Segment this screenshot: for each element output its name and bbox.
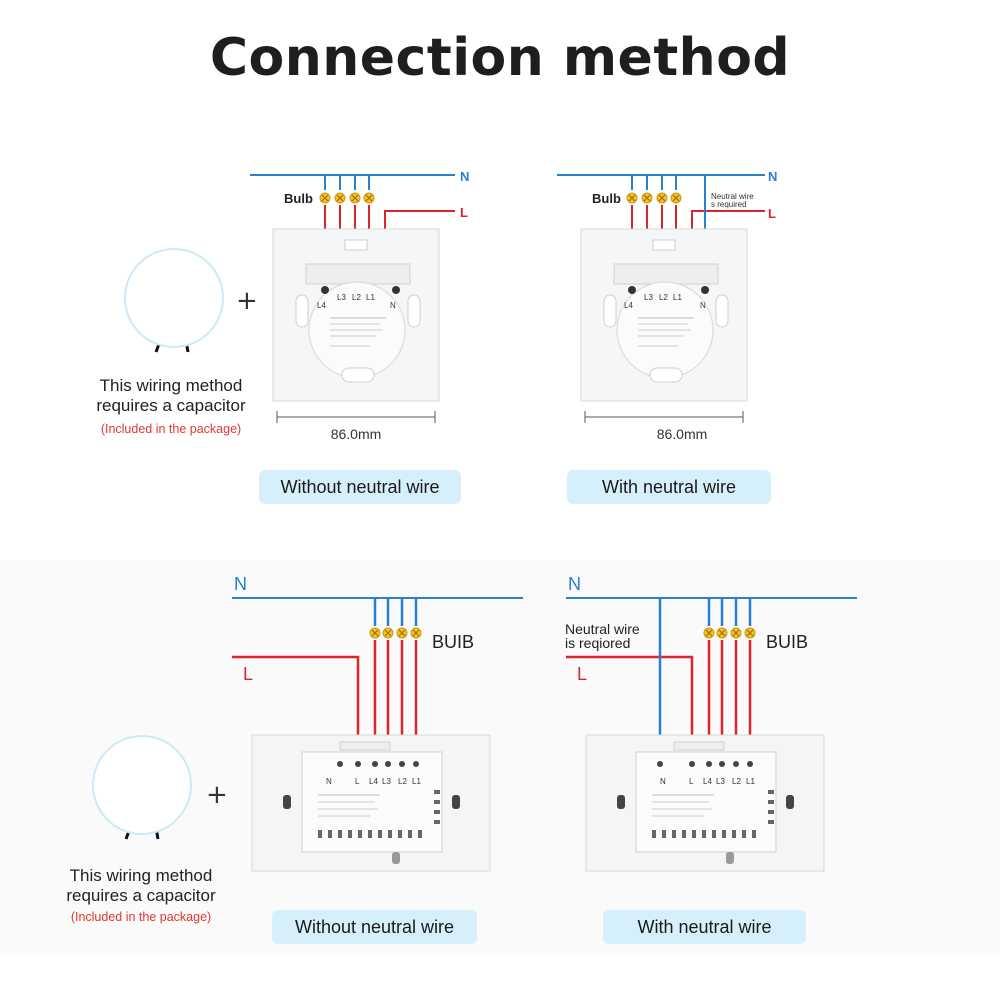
- diagram-bottom-left: N L BUIB: [232, 574, 523, 872]
- capacitor-bottom-note-line2: requires a capacitor: [66, 886, 216, 905]
- live-label: L: [460, 205, 468, 220]
- neutral-note-line2: s required: [711, 200, 747, 209]
- neutral-note: Neutral wire: [711, 192, 754, 201]
- live-label: L: [243, 664, 253, 684]
- terminal-label-l1: L1: [673, 293, 682, 302]
- page-title: Connection method: [209, 28, 791, 88]
- neutral-label: N: [568, 574, 581, 594]
- capacitor-top-note-line1: This wiring method: [99, 376, 243, 395]
- terminal-label-l: L: [355, 777, 360, 786]
- capacitor-bottom-note: This wiring method requires a capacitor: [36, 866, 246, 906]
- capacitor-bottom-note-line1: This wiring method: [69, 866, 213, 885]
- terminal-label-n: N: [660, 777, 666, 786]
- capacitor-top-plus: +: [236, 286, 258, 316]
- neutral-note: Neutral wire: [565, 621, 640, 637]
- terminal-label-l2: L2: [732, 777, 741, 786]
- terminal-label-l2: L2: [398, 777, 407, 786]
- diagram-top-right: N L Bulb Neutral wire s required: [557, 169, 777, 442]
- terminal-label-n: N: [700, 301, 706, 310]
- terminal-label-n: N: [326, 777, 332, 786]
- capacitor-top-note-line2: requires a capacitor: [96, 396, 246, 415]
- terminal-label-l: L: [689, 777, 694, 786]
- switch-back-panel: [585, 734, 825, 872]
- terminal-label-l4: L4: [317, 301, 326, 310]
- terminal-label-l2: L2: [352, 293, 361, 302]
- terminal-label-l3: L3: [382, 777, 391, 786]
- neutral-label: N: [234, 574, 247, 594]
- diagram-bottom-right: N L BUIB Neutral wire is reqiored: [565, 574, 857, 872]
- capacitor-bottom-plus: +: [206, 780, 228, 810]
- neutral-label: N: [460, 169, 469, 184]
- bulb-label: BUIB: [766, 632, 808, 652]
- capacitor-top-frame: [124, 248, 224, 348]
- live-label: L: [768, 206, 776, 221]
- capacitor-top-note: This wiring method requires a capacitor: [66, 376, 276, 416]
- live-label: L: [577, 664, 587, 684]
- capacitor-top-package-note: (Included in the package): [100, 422, 242, 436]
- bulb-label: Bulb: [284, 191, 313, 206]
- terminal-label-l2: L2: [659, 293, 668, 302]
- terminal-label-l1: L1: [412, 777, 421, 786]
- terminal-label-l3: L3: [644, 293, 653, 302]
- terminal-label-n: N: [390, 301, 396, 310]
- badge-top-right: With neutral wire: [567, 470, 771, 504]
- bulb-label: Bulb: [592, 191, 621, 206]
- terminal-label-l1: L1: [746, 777, 755, 786]
- terminal-label-l3: L3: [716, 777, 725, 786]
- dimension-line: [584, 411, 744, 423]
- terminal-label-l1: L1: [366, 293, 375, 302]
- switch-back-panel: [251, 734, 491, 872]
- terminal-label-l4: L4: [624, 301, 633, 310]
- badge-bottom-right: With neutral wire: [603, 910, 806, 944]
- neutral-label: N: [768, 169, 777, 184]
- dimension-line: [276, 411, 436, 423]
- capacitor-bottom-package-note: (Included in the package): [70, 910, 212, 924]
- badge-top-left: Without neutral wire: [259, 470, 461, 504]
- terminal-label-l4: L4: [703, 777, 712, 786]
- switch-back-panel: [580, 228, 748, 402]
- dimension-label: 86.0mm: [657, 426, 708, 442]
- terminal-label-l4: L4: [369, 777, 378, 786]
- capacitor-bottom-frame: [92, 735, 192, 835]
- switch-back-panel: [272, 228, 440, 402]
- neutral-note-line2: is reqiored: [565, 635, 630, 651]
- terminal-label-l3: L3: [337, 293, 346, 302]
- bulb-label: BUIB: [432, 632, 474, 652]
- badge-bottom-left: Without neutral wire: [272, 910, 477, 944]
- dimension-label: 86.0mm: [331, 426, 382, 442]
- diagram-top-left: N L Bulb: [250, 169, 469, 442]
